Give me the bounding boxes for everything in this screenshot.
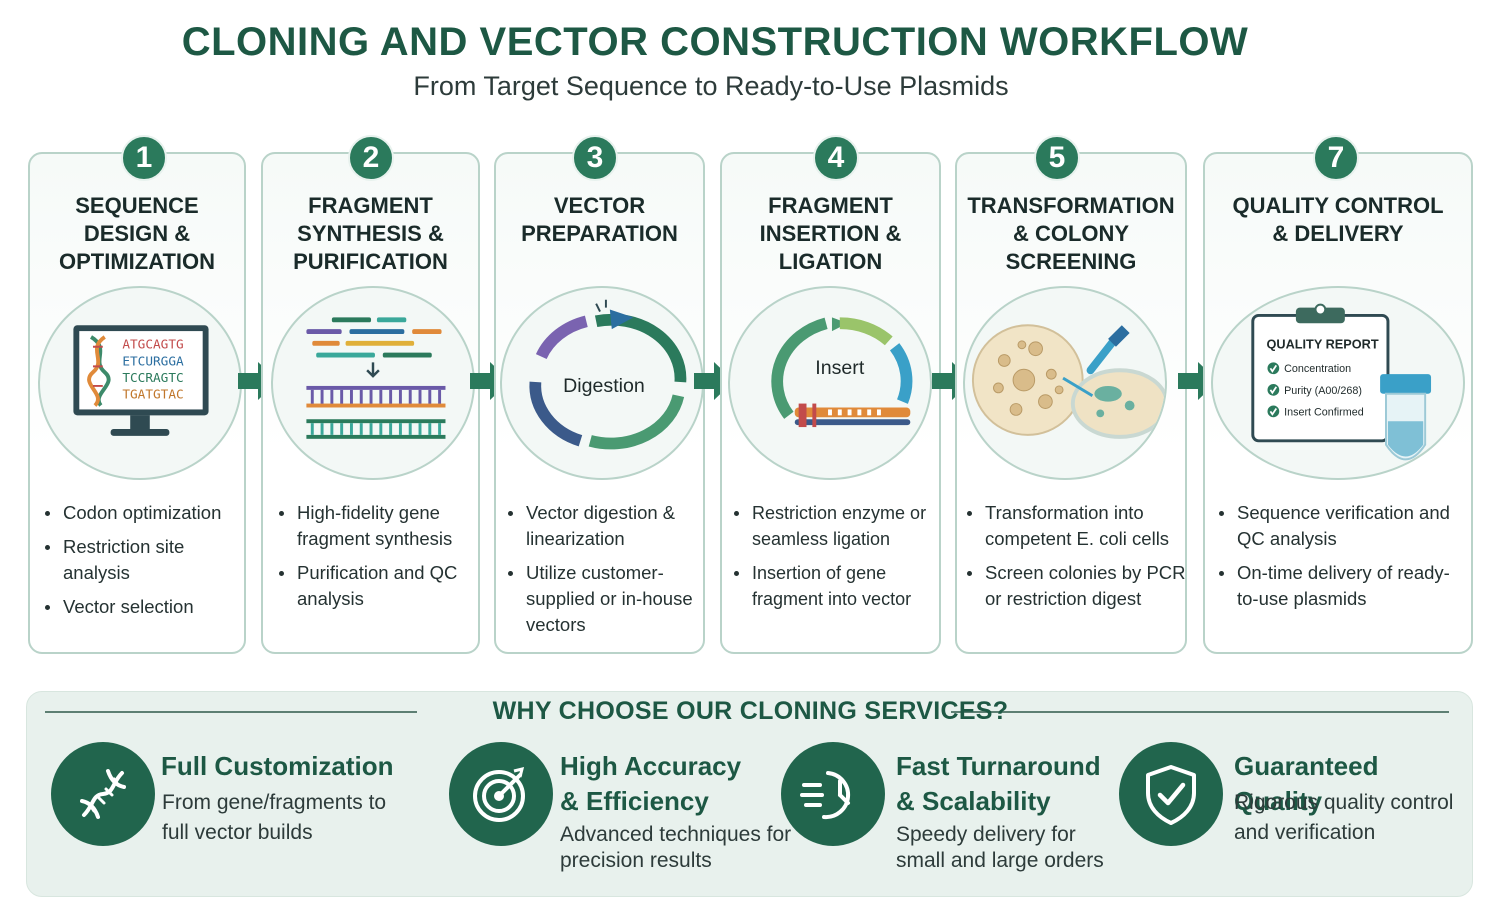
step-card-3: 3 VECTOR PREPARATION Digestion Vector di… [494, 135, 705, 654]
step-title: TRANSFORMATION & COLONY SCREENING [967, 193, 1175, 274]
computer-dna-icon: ATGCAGTG ETCURGGA TCCRAGTC TGATGTAC [73, 325, 209, 436]
step-bullets: Restriction enzyme or seamless ligation … [734, 500, 939, 620]
why-choose-panel: WHY CHOOSE OUR CLONING SERVICES? Full Cu… [26, 691, 1473, 897]
step-title: SEQUENCE DESIGN & OPTIMIZATION [58, 193, 216, 274]
dna-fragments-icon [306, 317, 446, 439]
step-card-5: 5 TRANSFORMATION & COLONY SCREENING Tran… [955, 135, 1187, 654]
step-illustration: Insert [728, 286, 932, 480]
insert-ligation-icon: Insert [771, 317, 913, 428]
dna-icon [51, 742, 155, 846]
page-title: CLONING AND VECTOR CONSTRUCTION WORKFLOW [181, 20, 1249, 64]
step-bullets: Codon optimization Restriction site anal… [45, 500, 245, 628]
step-card-1: 1 SEQUENCE DESIGN & OPTIMIZATION ATGCAGT… [28, 135, 246, 654]
timer-icon [781, 742, 885, 846]
step-card-2: 2 FRAGMENT SYNTHESIS & PURIFICATION High… [261, 135, 480, 654]
step-illustration: QUALITY REPORT Concentration Purity (A00… [1211, 286, 1465, 480]
step-number-badge: 5 [1034, 135, 1080, 181]
step-title: QUALITY CONTROL & DELIVERY [1232, 193, 1444, 246]
feature-title: Fast Turnaround & Scalability [896, 751, 1101, 816]
bullet-item: Vector selection [45, 594, 245, 620]
divider [45, 711, 417, 713]
step-number-badge: 1 [121, 135, 167, 181]
step-illustration [963, 286, 1167, 480]
step-bullets: Sequence verification and QC analysis On… [1219, 500, 1467, 620]
step-bullets: Vector digestion & linearization Utilize… [508, 500, 700, 646]
sequence-line: ETCURGGA [122, 354, 184, 369]
feature-title: High Accuracy & Efficiency [560, 751, 742, 816]
sequence-line: TGATGTAC [122, 388, 183, 403]
bullet-item: Insertion of gene fragment into vector [734, 560, 939, 612]
feature-description: Advanced techniques for precision result… [560, 823, 792, 872]
plasmid-digestion-icon: Digestion [529, 299, 687, 450]
step-title: VECTOR PREPARATION [521, 193, 678, 246]
step-illustration: ATGCAGTG ETCURGGA TCCRAGTC TGATGTAC [38, 286, 242, 480]
report-check-item: Purity (A00/268) [1284, 385, 1362, 397]
feature-description: Rigorous quality control and verificatio… [1234, 791, 1454, 844]
bullet-item: Utilize customer-supplied or in-house ve… [508, 560, 700, 638]
step-bullets: Transformation into competent E. coli ce… [967, 500, 1187, 620]
bullet-item: On-time delivery of ready-to-use plasmid… [1219, 560, 1467, 612]
illustration-label: Digestion [563, 375, 645, 397]
page-subtitle: From Target Sequence to Ready-to-Use Pla… [413, 71, 1009, 101]
bullet-item: Screen colonies by PCR or restriction di… [967, 560, 1187, 612]
feature-description: Speedy delivery for small and large orde… [896, 823, 1104, 872]
target-icon [449, 742, 553, 846]
illustration-label: Insert [815, 357, 865, 379]
step-number-badge: 2 [348, 135, 394, 181]
report-title: QUALITY REPORT [1267, 337, 1379, 352]
divider [951, 711, 1449, 713]
step-number-badge: 3 [572, 135, 618, 181]
step-number-badge: 7 [1313, 135, 1359, 181]
step-title: FRAGMENT SYNTHESIS & PURIFICATION [293, 193, 448, 274]
bullet-item: Transformation into competent E. coli ce… [967, 500, 1187, 552]
step-card-4: 4 FRAGMENT INSERTION & LIGATION Insert R… [720, 135, 941, 654]
step-card-7: 7 QUALITY CONTROL & DELIVERY QUALITY REP… [1203, 135, 1473, 654]
feature-description: From gene/fragments to full vector build… [162, 791, 387, 844]
report-check-item: Concentration [1284, 363, 1351, 375]
step-bullets: High-fidelity gene fragment synthesis Pu… [279, 500, 475, 620]
why-title: WHY CHOOSE OUR CLONING SERVICES? [492, 697, 1009, 725]
step-number-badge: 4 [813, 135, 859, 181]
feature-title: Guaranteed Quality [1234, 751, 1379, 816]
report-check-item: Insert Confirmed [1284, 406, 1364, 418]
shield-check-icon [1119, 742, 1223, 846]
bullet-item: Purification and QC analysis [279, 560, 475, 612]
step-illustration: Digestion [500, 286, 704, 480]
bullet-item: Restriction site analysis [45, 534, 245, 586]
petri-dish-colonies-icon [971, 324, 1165, 439]
feature-title: Full Customization [161, 751, 394, 781]
quality-report-icon: QUALITY REPORT Concentration Purity (A00… [1251, 303, 1432, 461]
sequence-line: ATGCAGTG [122, 338, 183, 353]
step-title: FRAGMENT INSERTION & LIGATION [759, 193, 902, 274]
bullet-item: Codon optimization [45, 500, 245, 526]
step-illustration [271, 286, 475, 480]
bullet-item: Restriction enzyme or seamless ligation [734, 500, 939, 552]
bullet-item: High-fidelity gene fragment synthesis [279, 500, 475, 552]
sequence-line: TCCRAGTC [122, 371, 183, 386]
bullet-item: Vector digestion & linearization [508, 500, 700, 552]
bullet-item: Sequence verification and QC analysis [1219, 500, 1467, 552]
